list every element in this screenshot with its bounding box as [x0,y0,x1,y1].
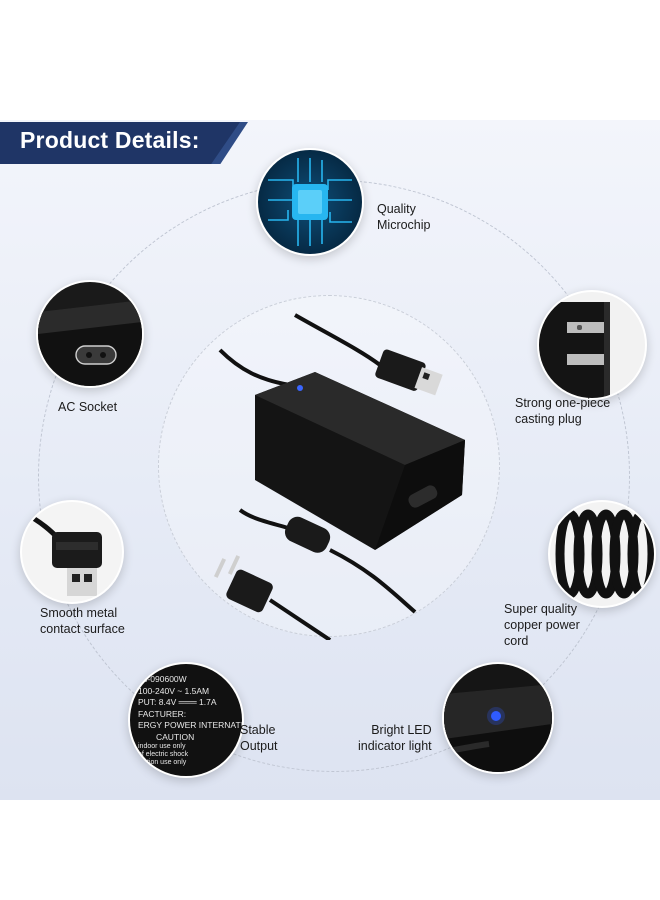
microchip-bubble [256,148,364,256]
spec-label-bubble: 06-090600W 100-240V ~ 1.5AM PUT: 8.4V ══… [128,662,244,778]
led-label: Bright LED indicator light [358,723,432,753]
microchip-label: Quality Microchip [377,202,431,232]
microchip-icon [268,158,352,246]
plug-bubble [537,290,647,400]
plug-label: Strong one-piece casting plug [515,396,611,426]
spec-line-1: 06-090600W [138,674,187,684]
ac-socket-label: AC Socket [58,400,118,414]
spec-line-7: indoor use only [138,743,186,750]
spec-line-9: ication use only [138,759,187,766]
output-label: Stable Output [240,723,278,753]
cord-label: Super quality copper power cord [504,602,580,648]
plug-icon [539,302,610,398]
contact-label: Smooth metal contact surface [40,606,125,636]
title-banner [0,122,240,164]
coiled-cord-icon [555,509,654,599]
spec-line-6: CAUTION [156,731,195,742]
connector-icon [22,509,102,596]
cord-bubble [548,500,656,608]
power-adapter-image [200,300,480,640]
connector-bubble [20,500,124,604]
spec-line-5: ERGY POWER INTERNATI [138,720,244,730]
spec-line-4: FACTURER: [138,708,187,719]
ac-socket-bubble [36,280,144,388]
banner-title: Product Details: [20,127,200,153]
led-bubble [442,662,554,774]
led-icon [444,684,552,772]
spec-line-3: PUT: 8.4V ═══ 1.7A [138,697,217,707]
spec-line-8: of electric shock [138,751,189,758]
spec-line-2: 100-240V ~ 1.5AM [138,685,210,696]
ac-socket-icon [38,300,142,386]
spec-label-icon: 06-090600W 100-240V ~ 1.5AM PUT: 8.4V ══… [138,674,244,767]
